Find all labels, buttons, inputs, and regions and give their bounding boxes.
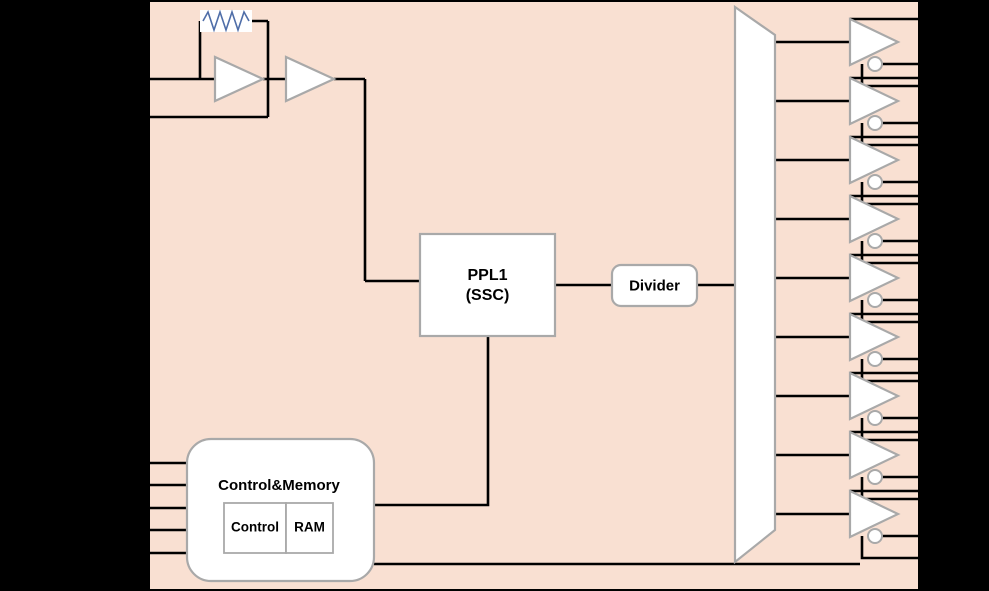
inverting-bubble-icon xyxy=(867,115,883,131)
output-buffer-2[interactable] xyxy=(848,76,901,131)
output-buffer-triangle[interactable] xyxy=(848,194,901,244)
output-buffer-triangle[interactable] xyxy=(848,312,901,362)
output-buffer-triangle[interactable] xyxy=(848,371,901,421)
control-subblock-label: Control xyxy=(231,520,279,535)
output-buffer-triangle[interactable] xyxy=(848,489,901,539)
pll-block[interactable]: PPL1 (SSC) xyxy=(418,232,557,338)
output-buffer-triangle[interactable] xyxy=(848,430,901,480)
control-memory-title: Control&Memory xyxy=(218,477,340,494)
inverting-bubble-icon xyxy=(867,410,883,426)
resistor-zigzag-icon xyxy=(202,9,250,33)
control-subblock-rect[interactable] xyxy=(223,502,287,554)
divider-label: Divider xyxy=(629,277,680,294)
output-buffer-5[interactable] xyxy=(848,253,901,308)
oscillator-amplifier-triangle xyxy=(213,55,266,103)
output-buffer-8[interactable] xyxy=(848,430,901,485)
output-buffer-triangle[interactable] xyxy=(848,76,901,126)
output-buffer-9[interactable] xyxy=(848,489,901,544)
ram-subblock-label: RAM xyxy=(294,520,325,535)
output-buffer-3[interactable] xyxy=(848,135,901,190)
output-buffer-4[interactable] xyxy=(848,194,901,249)
output-buffer-triangle[interactable] xyxy=(848,135,901,185)
inverting-bubble-icon xyxy=(867,351,883,367)
oscillator-output-buffer-triangle xyxy=(284,55,337,103)
output-buffer-6[interactable] xyxy=(848,312,901,367)
divider-block[interactable]: Divider xyxy=(610,263,699,308)
output-buffer-1[interactable] xyxy=(848,17,901,72)
inverting-bubble-icon xyxy=(867,469,883,485)
output-buffer-triangle[interactable] xyxy=(848,17,901,67)
output-buffer-triangle[interactable] xyxy=(848,253,901,303)
control-memory-block[interactable]: Control&Memory Control RAM xyxy=(185,437,376,583)
inverting-bubble-icon xyxy=(867,292,883,308)
inverting-bubble-icon xyxy=(867,528,883,544)
wire-buffer-9-return xyxy=(860,536,918,560)
pll-label-line1: PPL1 xyxy=(467,267,507,284)
feedback-resistor xyxy=(200,9,252,33)
divider-block-rect[interactable] xyxy=(610,263,699,308)
pll-label-line2: (SSC) xyxy=(466,287,510,304)
wire-pll-to-control xyxy=(374,336,490,507)
ram-subblock-rect[interactable] xyxy=(285,502,334,554)
wires-layer xyxy=(150,17,918,566)
pll-block-rect[interactable] xyxy=(418,232,557,338)
inverting-bubble-icon xyxy=(867,56,883,72)
output-buffer-7[interactable] xyxy=(848,371,901,426)
inverting-bubble-icon xyxy=(867,233,883,249)
clock-distribution-trapezoid[interactable] xyxy=(733,4,777,565)
inverting-bubble-icon xyxy=(867,174,883,190)
